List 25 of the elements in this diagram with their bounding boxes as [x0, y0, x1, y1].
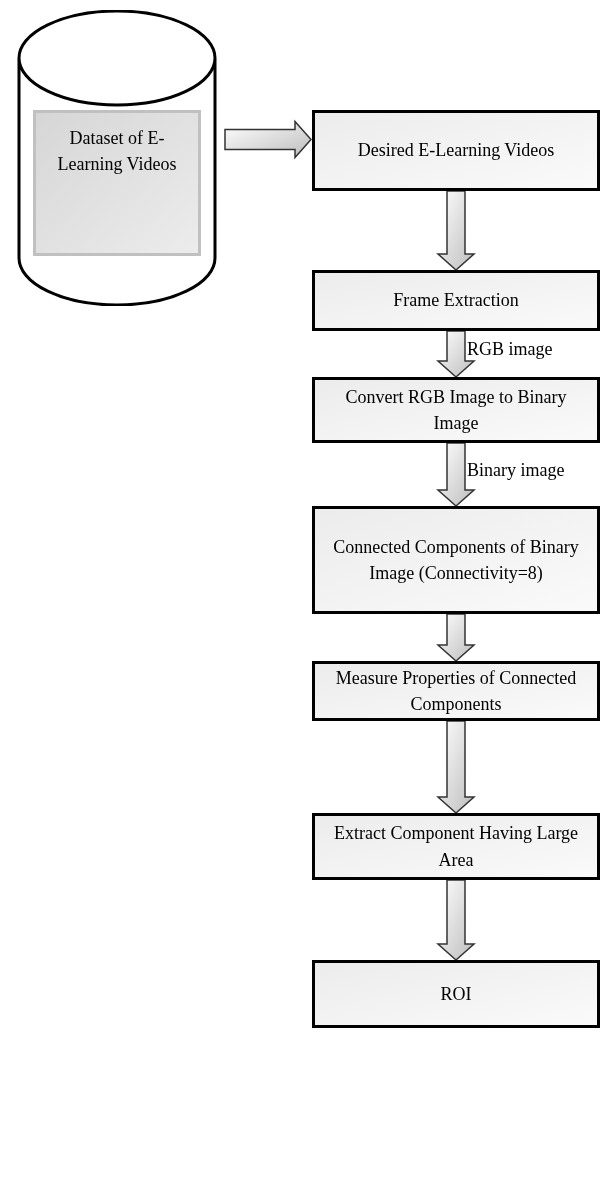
box-text: Convert RGB Image to Binary Image	[344, 385, 568, 435]
box-text: Frame Extraction	[393, 289, 519, 313]
process-box	[312, 110, 600, 191]
block-arrow	[436, 190, 476, 271]
block-arrow	[224, 119, 312, 160]
box-text: Connected Components of Binary Image (Connectivity=8)	[332, 535, 580, 585]
process-box	[312, 960, 600, 1028]
box-text: Extract Component Having Large Area	[332, 822, 580, 872]
block-arrow	[436, 330, 476, 378]
block-arrow	[436, 442, 476, 507]
box-text: Measure Properties of Connected Components	[334, 666, 578, 716]
box-text: Dataset of E-Learning Videos	[56, 127, 178, 177]
process-box	[312, 813, 600, 880]
box-text: Desired E-Learning Videos	[357, 139, 555, 163]
block-arrow	[436, 879, 476, 961]
process-box	[312, 661, 600, 721]
edge-label: RGB image	[467, 340, 553, 358]
process-box	[312, 377, 600, 443]
process-box	[312, 270, 600, 331]
block-arrow	[436, 720, 476, 814]
edge-label: Binary image	[467, 460, 565, 479]
process-box	[312, 506, 600, 614]
block-arrow	[436, 613, 476, 662]
dataset-box	[33, 110, 201, 256]
box-text: ROI	[440, 982, 472, 1006]
